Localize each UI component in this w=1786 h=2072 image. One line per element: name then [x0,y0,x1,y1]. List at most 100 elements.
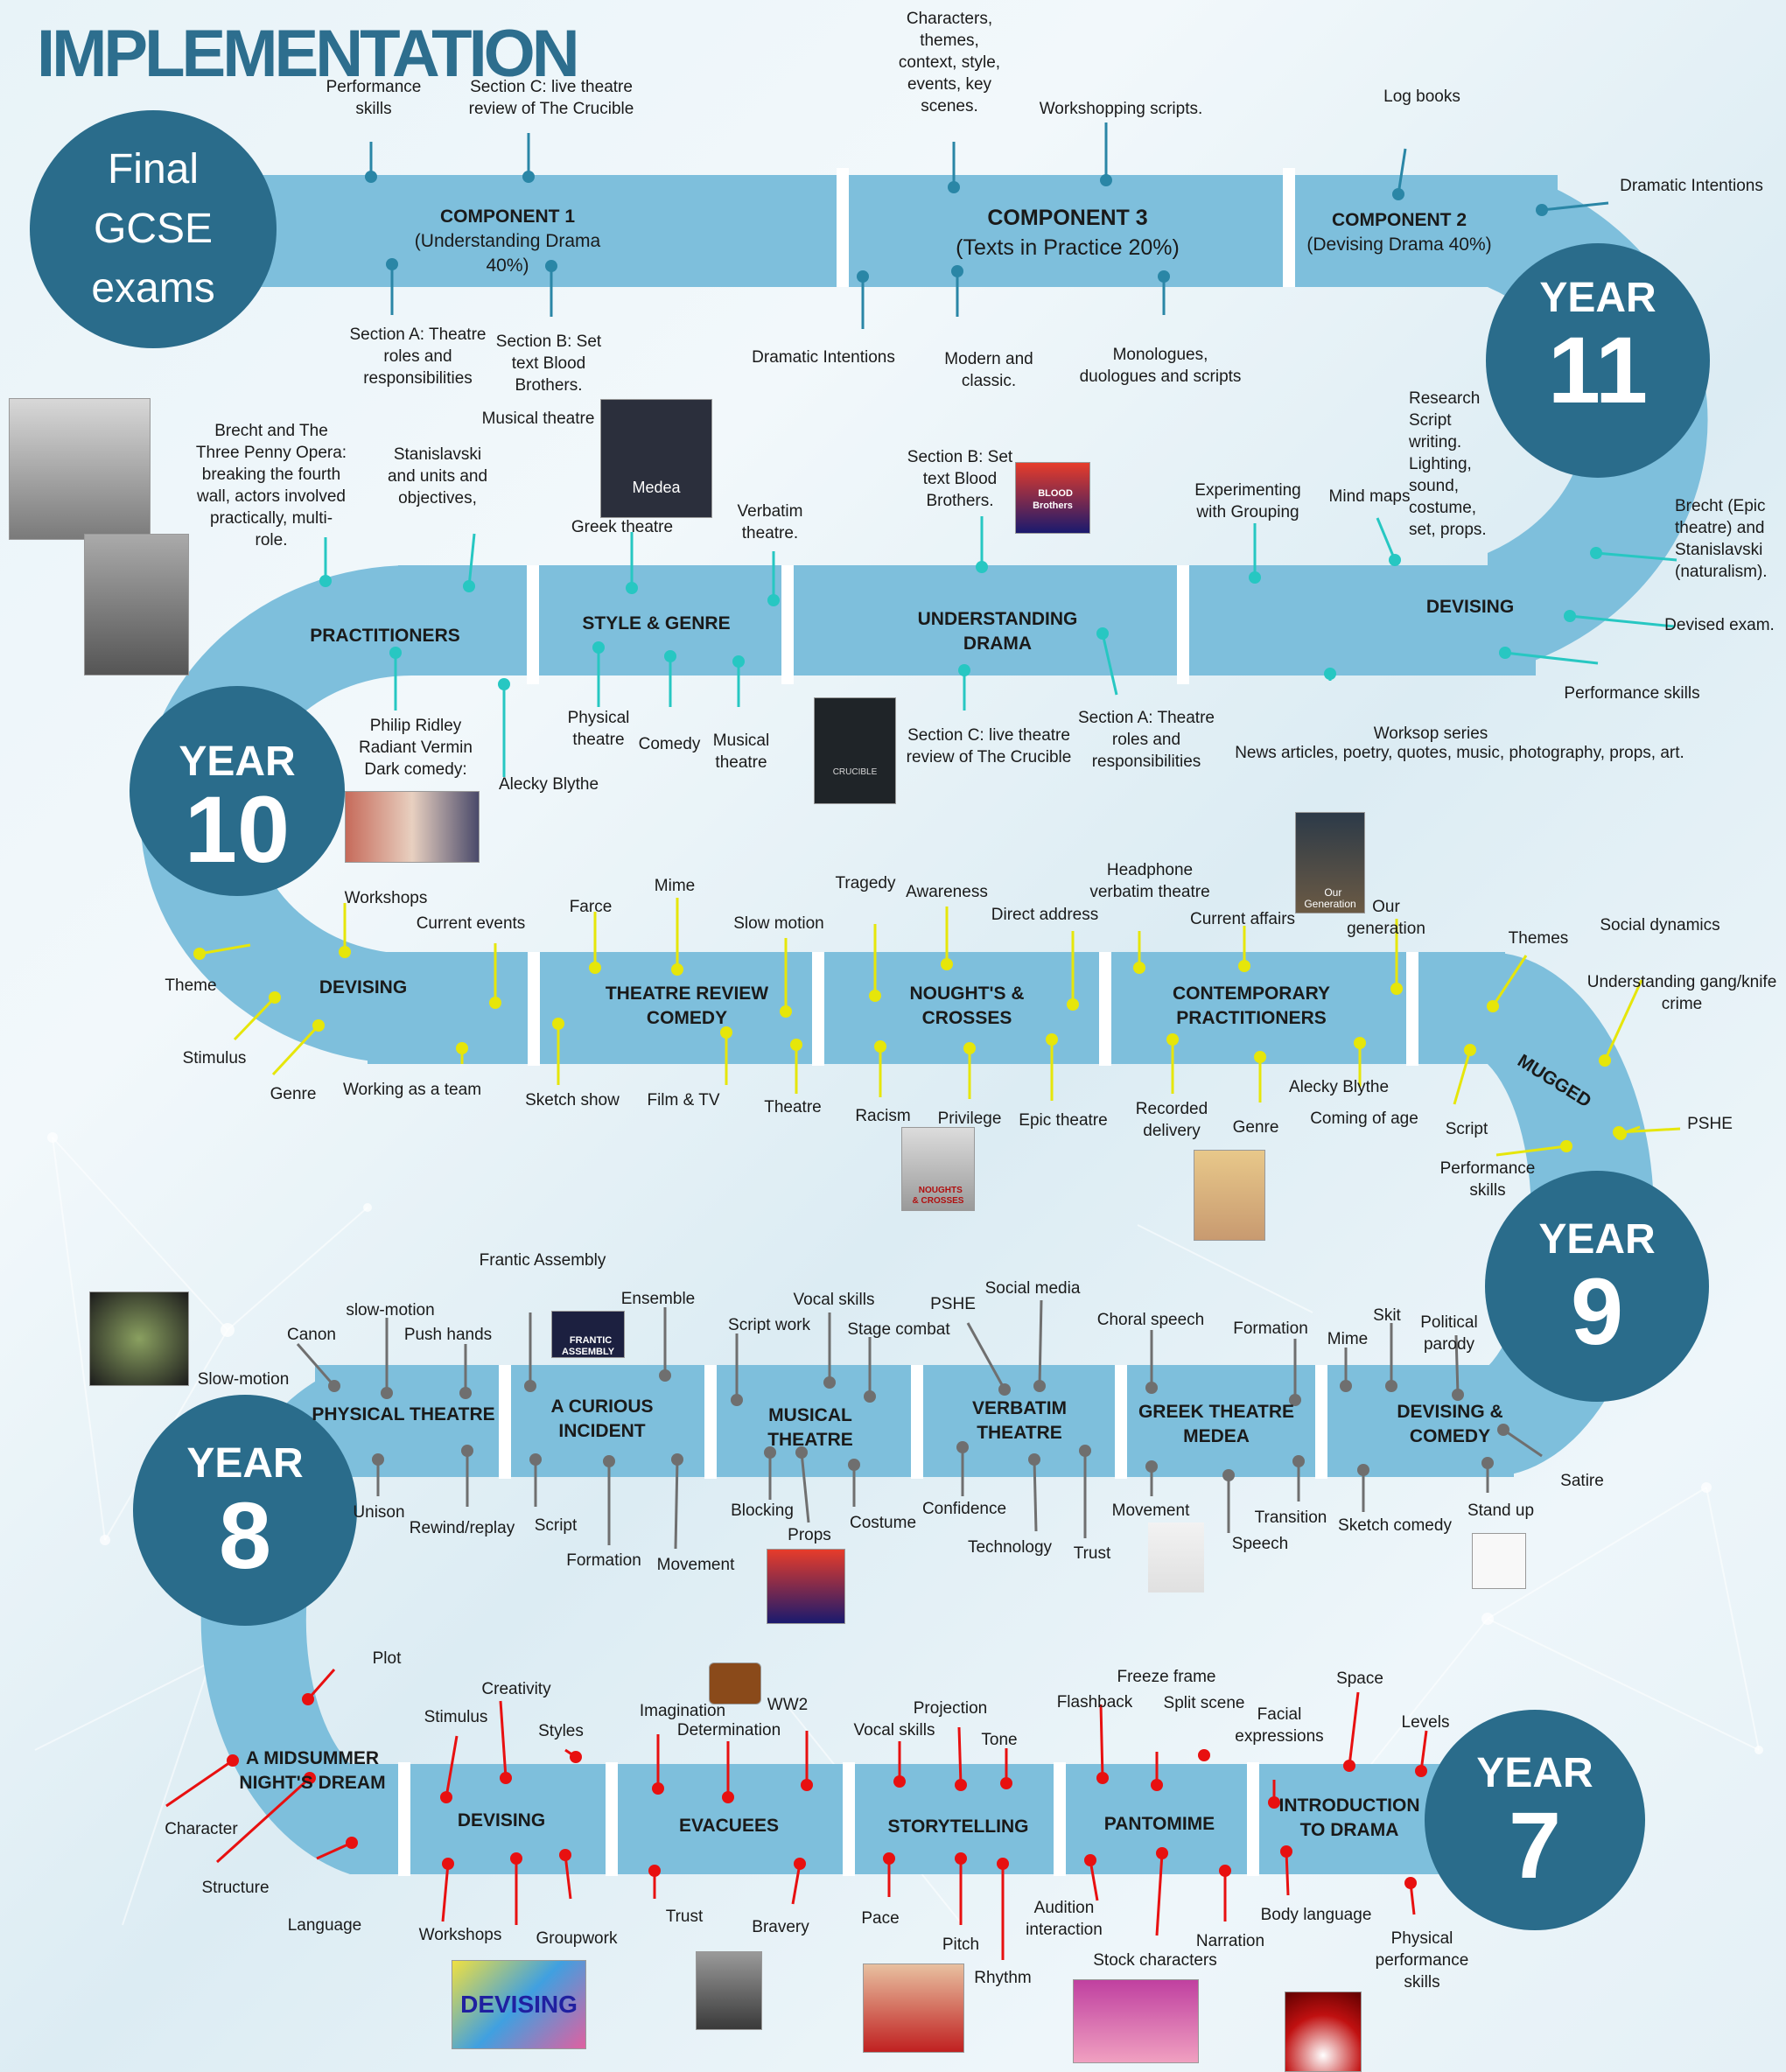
label: Workshops [418,1926,502,1944]
component-3-title: COMPONENT 3 [987,206,1148,230]
label: Formation [1233,1320,1308,1338]
label: Brecht (Epic theatre) and Stanislavski (… [1675,497,1768,581]
connector-dot [1487,1000,1499,1012]
connector-dot [1100,174,1112,186]
component-1-pct: 40%) [486,256,529,276]
label: Coming of age [1310,1110,1418,1128]
label: Recorded delivery [1135,1100,1208,1140]
label: Mime [1327,1330,1369,1348]
connector-dot [1151,1779,1163,1791]
label: Performance skills [1439,1159,1536,1200]
connector-dot [269,991,281,1004]
connector-dot [545,260,557,272]
connector-dot [552,1018,564,1030]
connector-dot [522,171,535,183]
connector-dot [456,1042,468,1054]
nc-line2: CROSSES [921,1008,1012,1028]
label: Push hands [403,1326,493,1344]
medea-poster: Medea [600,399,712,518]
connector-line [1089,1859,1099,1901]
connector-dot [570,1751,582,1763]
connector-dot [1499,647,1511,659]
label: Section B: Set text Blood Brothers. [495,332,602,395]
connector-dot [1292,1455,1305,1467]
label: Theme [165,976,217,995]
component-2-title: COMPONENT 2 [1331,210,1467,230]
connector-line [791,1863,802,1905]
label: Rewind/replay [409,1519,515,1537]
label: Language [287,1916,362,1935]
component-2-sub: (Devising Drama 40%) [1306,234,1492,255]
label: Determination [676,1721,781,1740]
pantomime-photo [1073,1979,1199,2063]
connector-dot [442,1858,454,1870]
connector-dot [1452,1389,1464,1401]
connector-line [1495,1144,1567,1157]
label: Speech [1231,1535,1289,1553]
year-label: YEAR [179,738,296,785]
connector-dot [1415,1765,1427,1777]
connector-line [1618,1127,1681,1134]
label: Genre [1232,1118,1279,1137]
year-label: YEAR [1538,1216,1656,1263]
label: Stimulus [182,1049,247,1068]
connector-dot [764,1446,776,1459]
vt-line1: VERBATIM [971,1398,1068,1418]
label: Bravery [752,1918,809,1936]
connector-dot [312,1019,325,1032]
label: Social media [984,1279,1081,1298]
connector-dot [958,664,970,676]
label: Script [534,1516,578,1535]
connector-dot [883,1852,895,1865]
crucible-text: CRUCIBLE [832,767,878,777]
alecky-blythe-photo [1194,1150,1265,1241]
connector-line [564,1854,572,1900]
label: Devised exam. [1664,616,1775,634]
roald-dahl-photo [863,1964,964,2053]
segment-style-genre: STYLE & GENRE [582,613,731,634]
connector-dot [1079,1445,1091,1457]
connector-dot [1238,960,1250,972]
portrait-photo-1 [9,398,151,540]
connector-line [1397,148,1407,195]
label: Slow motion [733,914,824,933]
connector-dot [1354,1037,1366,1049]
connector-dot [372,1453,384,1466]
final-exams-label: Final GCSE exams [91,146,215,312]
connector-dot [302,1693,314,1705]
label: Script work [728,1316,810,1334]
label: Movement [656,1556,735,1574]
blood-brothers-poster-1: BLOOD Brothers [1015,462,1090,534]
label: Section C: live theatre review of The Cr… [906,726,1072,766]
label: Script [1445,1120,1488,1138]
label: Farce [569,898,613,916]
label: Transition [1254,1508,1327,1527]
label: Pitch [942,1936,980,1954]
label: Character [165,1820,238,1838]
connector-line [674,1459,679,1550]
connector-dot [998,1383,1011,1396]
connector-line [1491,955,1528,1007]
connector-dot [463,580,475,592]
connector-line [199,943,251,956]
label: Stock characters [1093,1951,1217,1970]
label: Physical performance skills [1375,1929,1469,1992]
connector-line [1454,1334,1460,1396]
label: Physical theatre [567,709,630,749]
segment-storytelling: STORYTELLING [887,1816,1029,1837]
connector-dot [524,1380,536,1392]
connector-dot [720,1026,732,1039]
connector-dot [304,1772,316,1784]
dc-line1: DEVISING & [1397,1402,1503,1422]
label: Vocal skills [853,1721,935,1740]
connector-dot [461,1445,473,1457]
connector-dot [1096,1772,1109,1784]
connector-dot [1590,547,1602,559]
connector-line [1603,979,1643,1061]
segment-practitioners: PRACTITIONERS [310,626,460,646]
label: Privilege [937,1110,1002,1128]
label: Groupwork [536,1929,618,1948]
connector-dot [1046,1033,1058,1046]
